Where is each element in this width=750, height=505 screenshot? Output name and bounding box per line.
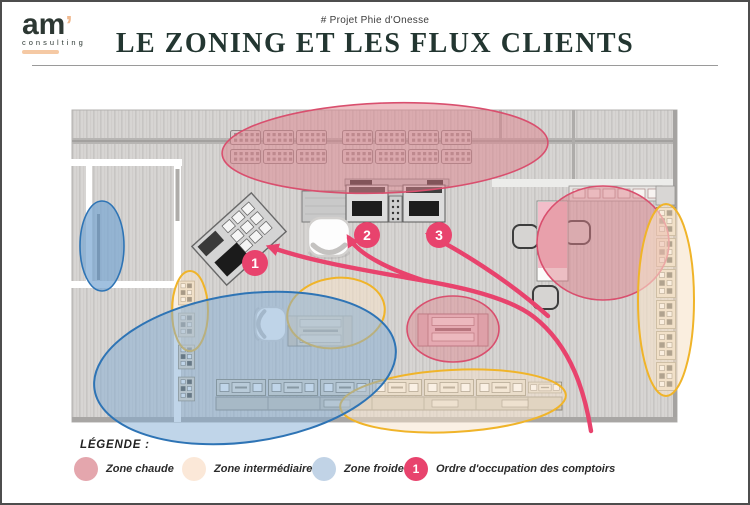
legend-item-zone-intermediaire: Zone intermédiaire xyxy=(182,456,312,482)
legend-label: Zone intermédiaire xyxy=(214,463,313,475)
legend-label: Zone chaude xyxy=(106,463,174,475)
legend-item-zone-froide: Zone froide xyxy=(312,456,404,482)
zone-intermediaire-swatch xyxy=(182,457,206,481)
marker-1-circle xyxy=(242,250,268,276)
logo-apostrophe: ’ xyxy=(65,10,73,40)
order-marker-swatch: 1 xyxy=(404,457,428,481)
marker-1-number: 1 xyxy=(251,255,259,271)
legend-item-ordre-comptoirs: 1 Ordre d'occupation des comptoirs xyxy=(404,456,615,482)
marker-2-circle xyxy=(354,222,380,248)
legend-label: Zone froide xyxy=(344,463,404,475)
project-tag: # Projet Phie d'Onesse xyxy=(320,15,430,26)
zone-chaude-swatch xyxy=(74,457,98,481)
marker-2-number: 2 xyxy=(363,227,371,243)
legend-item-zone-chaude: Zone chaude xyxy=(74,456,174,482)
zone-froide-swatch xyxy=(312,457,336,481)
zone-chaude-ilot xyxy=(406,295,500,363)
legend-label: Ordre d'occupation des comptoirs xyxy=(436,463,616,475)
zone-chaude-rayons-haut xyxy=(221,101,549,195)
page-title: LE ZONING ET LES FLUX CLIENTS xyxy=(115,28,635,59)
flow-arrow-1 xyxy=(265,243,594,434)
stool-front-counter xyxy=(308,218,350,259)
legend-heading: LÉGENDE : xyxy=(80,439,150,451)
logo-accent-bar xyxy=(22,50,59,54)
marker-3-number: 3 xyxy=(435,227,443,243)
logo-text: am xyxy=(22,8,66,41)
island-shelf-chaude xyxy=(417,313,489,347)
am-consulting-logo: am’ consulting xyxy=(22,10,132,54)
zone-froide-petite xyxy=(79,200,125,292)
marker-3-circle xyxy=(426,222,452,248)
flow-arrow-2 xyxy=(346,234,425,283)
header-divider xyxy=(32,65,718,66)
logo-wordmark: am’ xyxy=(22,8,132,41)
zone-froide-grande xyxy=(93,290,397,446)
flow-markers: 1 2 3 xyxy=(242,222,452,276)
zone-intermediaire-droite xyxy=(637,203,695,397)
comptoir-1 xyxy=(190,191,288,287)
comptoirs-2-3 xyxy=(301,178,450,223)
logo-subtitle: consulting xyxy=(22,38,86,47)
zone-overlays xyxy=(79,101,695,446)
